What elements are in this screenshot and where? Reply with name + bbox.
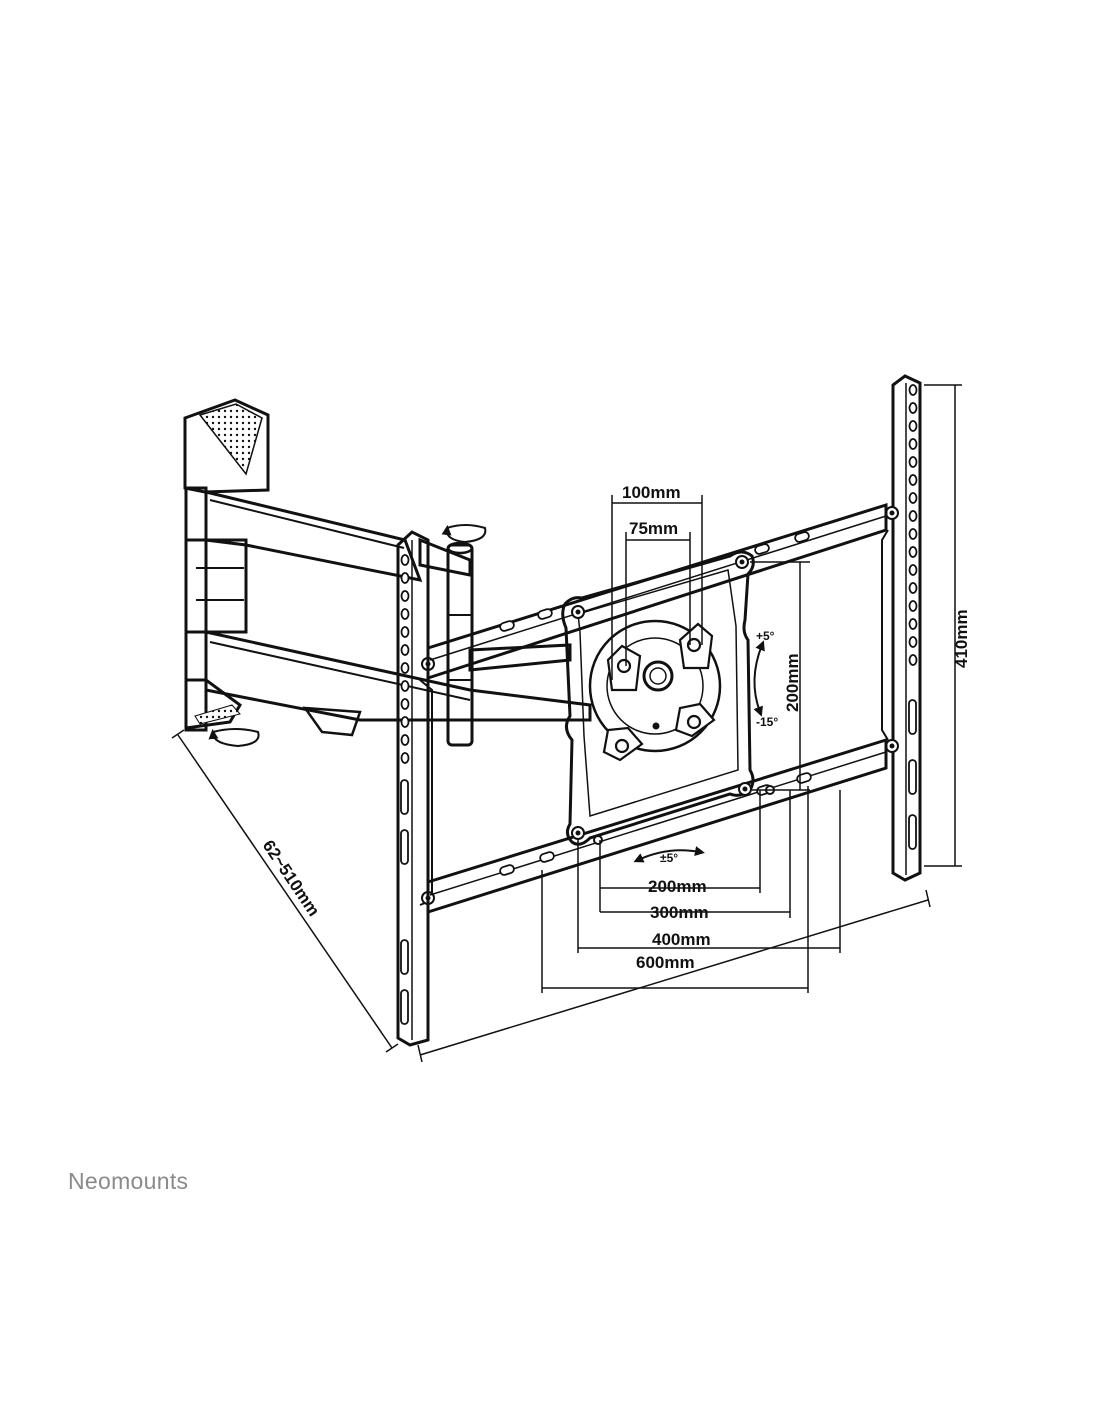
rotate-arrows (208, 524, 765, 863)
label-vesa-100: 100mm (622, 483, 681, 502)
label-tilt-down: -15° (756, 715, 778, 729)
brand-logo-text: Neomounts (68, 1168, 189, 1194)
dimension-lines (171, 384, 962, 1063)
wall-plate (183, 398, 270, 732)
label-width-300: 300mm (650, 903, 709, 922)
right-vertical-bar (881, 374, 922, 882)
label-depth-range: 62~510mm (259, 837, 324, 920)
label-vesa-75: 75mm (629, 519, 678, 538)
label-height-410: 410mm (952, 609, 971, 668)
left-vertical-bar (396, 530, 435, 1047)
label-width-400: 400mm (652, 930, 711, 949)
label-width-600: 600mm (636, 953, 695, 972)
vesa-plate (561, 550, 775, 846)
label-rotate: ±5° (660, 851, 678, 865)
swing-arm (184, 490, 592, 747)
label-vesa-200-vertical: 200mm (783, 653, 802, 712)
label-tilt-up: +5° (756, 629, 775, 643)
label-width-200: 200mm (648, 877, 707, 896)
